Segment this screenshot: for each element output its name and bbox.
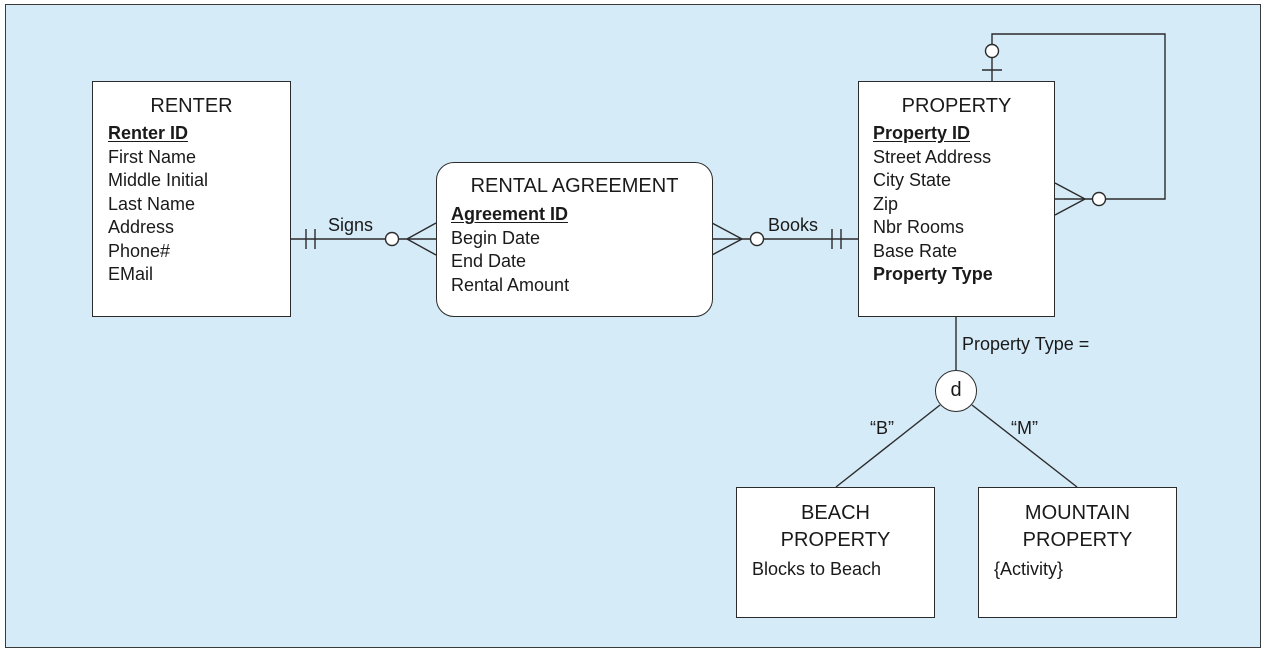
attribute: Begin Date: [451, 227, 541, 248]
renter-id-key: Renter ID: [108, 123, 189, 143]
beach-discriminator-value: “B”: [870, 418, 894, 438]
recursive-crowfoot-top: [1054, 182, 1086, 200]
mountain-property-entity: MOUNTAIN PROPERTY {Activity}: [978, 487, 1177, 618]
subtype-discriminator-attribute: Property Type: [873, 264, 993, 284]
recursive-zero-circle-top: [984, 43, 1000, 59]
renter-entity: RENTER Renter ID First Name Middle Initi…: [92, 81, 291, 317]
attribute: EMail: [108, 264, 154, 284]
attribute: Blocks to Beach: [752, 559, 882, 579]
attribute: Address: [108, 217, 175, 237]
books-zero-circle: [749, 231, 765, 247]
multivalued-attribute: {Activity}: [994, 559, 1064, 579]
entity-title: RENTER: [150, 95, 233, 117]
mountain-discriminator-value: “M”: [1011, 418, 1038, 438]
books-relationship-label: Books: [768, 215, 819, 235]
signs-crowfoot-bottom: [406, 238, 437, 256]
subtype-discriminator-label: Property Type =: [962, 334, 1090, 354]
entity-title-line2: PROPERTY: [1022, 529, 1133, 551]
attribute: City State: [873, 170, 952, 190]
entity-title-line1: MOUNTAIN: [1024, 502, 1131, 524]
rental-agreement-entity: RENTAL AGREEMENT Agreement ID Begin Date…: [436, 162, 713, 317]
disjoint-constraint-circle: d: [935, 370, 977, 412]
attribute: Last Name: [108, 193, 196, 214]
beach-subtype-line: [835, 404, 941, 488]
agreement-id-key: Agreement ID: [451, 204, 569, 224]
attribute: Zip: [873, 193, 899, 214]
signs-relationship-label: Signs: [328, 215, 374, 235]
attribute: First Name: [108, 146, 197, 167]
entity-title: PROPERTY: [901, 95, 1012, 117]
attribute: Phone#: [108, 240, 171, 261]
signs-zero-circle: [384, 231, 400, 247]
recursive-zero-circle-right: [1091, 191, 1107, 207]
entity-title-line1: BEACH: [801, 502, 870, 524]
attribute: Middle Initial: [108, 170, 209, 190]
beach-property-entity: BEACH PROPERTY Blocks to Beach: [736, 487, 935, 618]
attribute: Street Address: [873, 146, 992, 167]
attribute: End Date: [451, 251, 527, 271]
recursive-crowfoot-bottom: [1054, 198, 1086, 216]
property-id-key: Property ID: [873, 123, 971, 143]
mountain-subtype-line: [971, 404, 1078, 488]
attribute: Rental Amount: [451, 274, 570, 295]
attribute: Nbr Rooms: [873, 217, 965, 237]
entity-title-line2: PROPERTY: [780, 529, 891, 551]
entity-title: RENTAL AGREEMENT: [470, 175, 679, 197]
attribute: Base Rate: [873, 240, 958, 261]
books-crowfoot-top: [711, 222, 743, 240]
books-crowfoot-bottom: [711, 238, 743, 256]
property-entity: PROPERTY Property ID Street Address City…: [858, 81, 1055, 317]
signs-crowfoot-top: [406, 222, 437, 240]
